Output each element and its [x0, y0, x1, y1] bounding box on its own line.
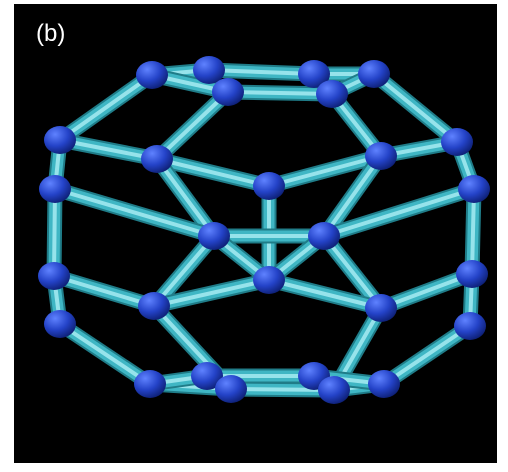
bond-highlight-l4-b1: [58, 322, 152, 386]
bond-highlight-r2-m2: [322, 187, 476, 238]
bond-highlight-u3-u2: [267, 154, 383, 188]
atom-u1: [141, 145, 173, 173]
atom-r1: [441, 128, 473, 156]
atom-l4: [44, 310, 76, 338]
atom-l1: [44, 126, 76, 154]
atom-b3: [215, 375, 247, 403]
atom-l3: [38, 262, 70, 290]
bond-highlight-t3-u1: [155, 90, 230, 161]
atom-b5: [318, 376, 350, 404]
atom-d2: [365, 294, 397, 322]
bond-highlight-b3-b5: [229, 387, 336, 392]
bond-highlight-l2-m1: [53, 187, 216, 238]
atom-u3: [365, 142, 397, 170]
bonds: [46, 62, 482, 398]
atom-c1: [253, 266, 285, 294]
atom-r3: [456, 260, 488, 288]
bond-highlight-l1-u1: [58, 138, 159, 161]
bond-highlight-t6-r1: [372, 72, 459, 144]
atom-t5: [316, 80, 348, 108]
atoms: [38, 56, 490, 404]
atom-m2: [308, 222, 340, 250]
bond-highlight-u1-m1: [155, 157, 216, 238]
bond-highlight-r4-b6: [382, 324, 472, 386]
atom-t1: [136, 61, 168, 89]
atom-r4: [454, 312, 486, 340]
bond-highlight-l3-d1: [52, 274, 156, 308]
bond-highlight-r3-d2: [379, 272, 474, 310]
atom-t6: [358, 60, 390, 88]
atom-t2: [193, 56, 225, 84]
atom-t3: [212, 78, 244, 106]
bond-highlight-r2-r3: [470, 187, 476, 276]
atom-t4: [298, 60, 330, 88]
bond-highlight-t1-l1: [58, 73, 154, 142]
bond-highlight-t3-t5: [226, 90, 334, 96]
panel-label: (b): [36, 20, 66, 47]
atom-r2: [458, 175, 490, 203]
atom-u2: [253, 172, 285, 200]
atom-d1: [138, 292, 170, 320]
bond-highlight-c1-d1: [152, 278, 271, 308]
bond-highlight-u3-m2: [322, 154, 383, 238]
figure-panel: (b): [14, 4, 497, 463]
atom-m1: [198, 222, 230, 250]
atom-b6: [368, 370, 400, 398]
atom-b2: [191, 362, 223, 390]
bond-highlight-t2-t4: [207, 68, 316, 76]
atom-l2: [39, 175, 71, 203]
bond-highlight-l2-l3: [52, 187, 57, 278]
bond-highlight-m2-d2: [322, 234, 383, 310]
bond-highlight-u1-u2: [155, 157, 271, 188]
bond-highlight-c1-d2: [267, 278, 383, 310]
bond-highlight-m1-d1: [152, 234, 216, 308]
atom-b1: [134, 370, 166, 398]
molecular-cage-model: [38, 56, 490, 404]
